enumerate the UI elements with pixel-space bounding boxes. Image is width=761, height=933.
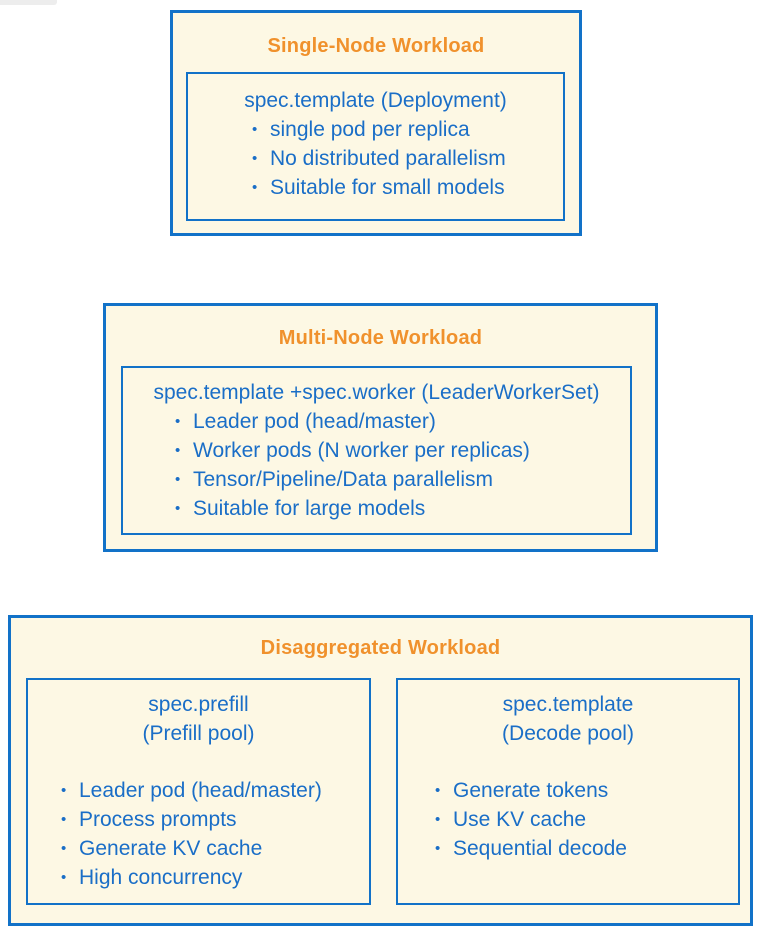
bullet-item: • Leader pod (head/master) bbox=[123, 407, 630, 436]
bullet-dot: • bbox=[252, 121, 258, 138]
panel-spec-prefill-pool: spec.prefill (Prefill pool) • Leader pod… bbox=[26, 678, 371, 905]
panel-heading-gap bbox=[398, 748, 738, 776]
bullet-dot: • bbox=[175, 413, 181, 430]
bullet-item: • Generate KV cache bbox=[28, 834, 369, 863]
bullet-item: • Worker pods (N worker per replicas) bbox=[123, 436, 630, 465]
bullet-text: Leader pod (head/master) bbox=[193, 410, 436, 433]
bullet-text: single pod per replica bbox=[270, 118, 470, 141]
bullet-item: • Leader pod (head/master) bbox=[28, 776, 369, 805]
bullet-item: • Sequential decode bbox=[398, 834, 738, 863]
section-title-disaggregated: Disaggregated Workload bbox=[260, 637, 501, 659]
panel-spec-template-leaderworkerset: spec.template +spec.worker (LeaderWorker… bbox=[121, 366, 632, 535]
bullet-text: Leader pod (head/master) bbox=[79, 779, 322, 802]
panel-heading-line: spec.template bbox=[502, 693, 634, 716]
bullet-item: • High concurrency bbox=[28, 863, 369, 892]
panel-heading-line: (Prefill pool) bbox=[142, 722, 255, 745]
bullet-list: • Leader pod (head/master) • Process pro… bbox=[28, 776, 369, 892]
bullet-dot: • bbox=[435, 782, 441, 799]
panel-heading-line: (Decode pool) bbox=[502, 722, 634, 745]
bullet-item: • Generate tokens bbox=[398, 776, 738, 805]
bullet-list: • Leader pod (head/master) • Worker pods… bbox=[123, 407, 630, 523]
bullet-text: Suitable for large models bbox=[193, 497, 426, 520]
bullet-text: High concurrency bbox=[79, 866, 243, 889]
section-title-single-node: Single-Node Workload bbox=[267, 35, 485, 57]
panel-heading-line: spec.template (Deployment) bbox=[244, 89, 507, 112]
panel-heading: spec.template +spec.worker (LeaderWorker… bbox=[123, 378, 630, 407]
screen-edge-artifact bbox=[0, 0, 57, 5]
bullet-text: Worker pods (N worker per replicas) bbox=[193, 439, 530, 462]
bullet-text: Process prompts bbox=[79, 808, 237, 831]
bullet-dot: • bbox=[61, 811, 67, 828]
bullet-item: • single pod per replica bbox=[188, 115, 563, 144]
bullet-list: • Generate tokens • Use KV cache • Seque… bbox=[398, 776, 738, 863]
bullet-item: • Use KV cache bbox=[398, 805, 738, 834]
bullet-item: • Process prompts bbox=[28, 805, 369, 834]
bullet-dot: • bbox=[252, 179, 258, 196]
panel-spec-template-deployment: spec.template (Deployment) • single pod … bbox=[186, 72, 565, 221]
bullet-item: • No distributed parallelism bbox=[188, 144, 563, 173]
section-multi-node-workload: Multi-Node Workload spec.template +spec.… bbox=[103, 303, 658, 552]
bullet-dot: • bbox=[61, 840, 67, 857]
bullet-dot: • bbox=[175, 471, 181, 488]
bullet-dot: • bbox=[61, 782, 67, 799]
bullet-dot: • bbox=[435, 811, 441, 828]
panel-heading-line: spec.prefill bbox=[148, 693, 249, 716]
section-single-node-workload: Single-Node Workload spec.template (Depl… bbox=[170, 10, 582, 236]
panel-heading-gap bbox=[28, 748, 369, 776]
panel-heading-line: spec.template +spec.worker (LeaderWorker… bbox=[153, 381, 600, 404]
bullet-item: • Tensor/Pipeline/Data parallelism bbox=[123, 465, 630, 494]
panel-heading: spec.prefill (Prefill pool) bbox=[28, 690, 369, 748]
bullet-text: Use KV cache bbox=[453, 808, 587, 831]
bullet-item: • Suitable for large models bbox=[123, 494, 630, 523]
bullet-dot: • bbox=[175, 442, 181, 459]
bullet-text: Tensor/Pipeline/Data parallelism bbox=[193, 468, 493, 491]
bullet-list: • single pod per replica • No distribute… bbox=[188, 115, 563, 202]
bullet-text: Generate tokens bbox=[453, 779, 609, 802]
bullet-dot: • bbox=[252, 150, 258, 167]
bullet-item: • Suitable for small models bbox=[188, 173, 563, 202]
panel-spec-template-decode-pool: spec.template (Decode pool) • Generate t… bbox=[396, 678, 740, 905]
panel-heading: spec.template (Deployment) bbox=[188, 86, 563, 115]
bullet-dot: • bbox=[175, 500, 181, 517]
bullet-text: Sequential decode bbox=[453, 837, 627, 860]
bullet-dot: • bbox=[61, 869, 67, 886]
bullet-text: Generate KV cache bbox=[79, 837, 263, 860]
bullet-text: No distributed parallelism bbox=[270, 147, 506, 170]
panel-heading: spec.template (Decode pool) bbox=[398, 690, 738, 748]
section-disaggregated-workload: Disaggregated Workload spec.prefill (Pre… bbox=[8, 615, 753, 926]
bullet-dot: • bbox=[435, 840, 441, 857]
bullet-text: Suitable for small models bbox=[270, 176, 505, 199]
section-title-multi-node: Multi-Node Workload bbox=[278, 327, 483, 349]
